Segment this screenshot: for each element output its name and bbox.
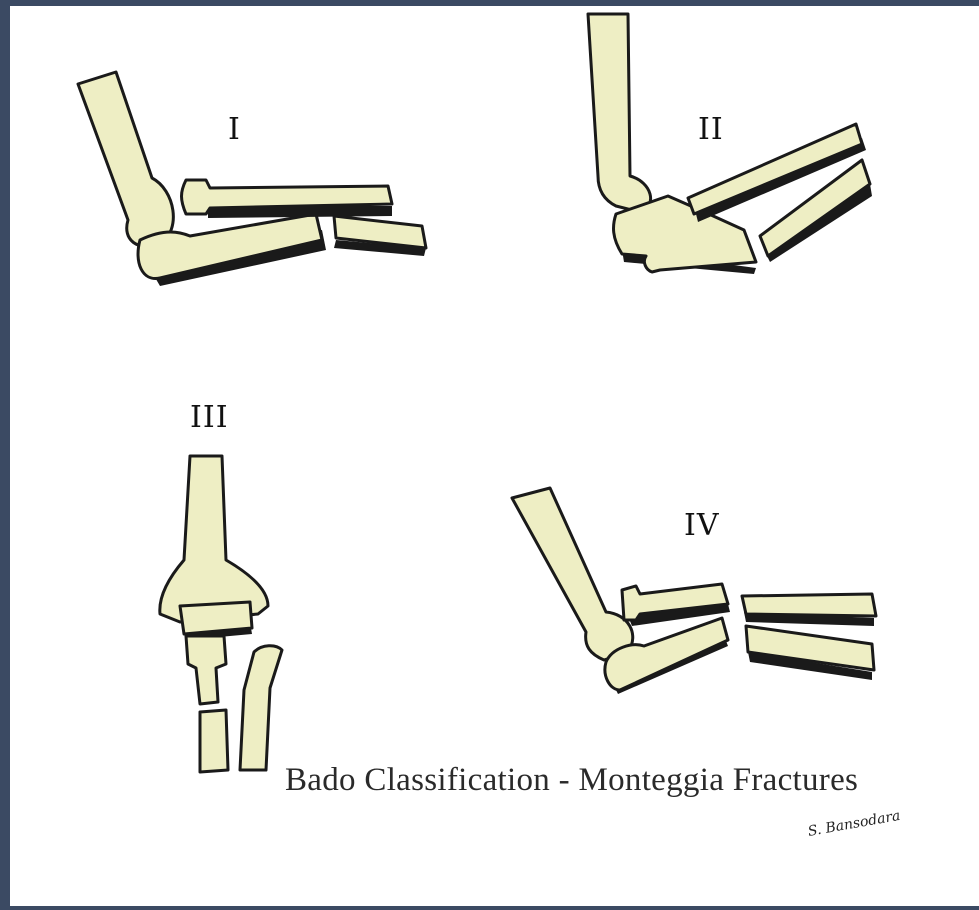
type-2-label: II <box>698 112 724 147</box>
type-3-label: III <box>190 400 229 435</box>
type-4-humerus <box>512 488 633 660</box>
type-3-humerus <box>160 456 268 622</box>
type-4-radius-distal <box>742 594 876 616</box>
type-3-ulna-distal <box>200 710 228 772</box>
type-1-humerus <box>78 72 173 247</box>
type-3-ulna-proximal <box>180 602 252 634</box>
type-3-ulna-shaft <box>186 636 226 704</box>
type-3-radius <box>240 646 282 770</box>
type-4-label: IV <box>684 508 720 543</box>
type-1-illustration <box>78 72 426 286</box>
type-1-label: I <box>228 112 241 147</box>
figure-caption: Bado Classification - Monteggia Fracture… <box>285 762 858 799</box>
type-3-illustration <box>160 456 282 772</box>
type-2-humerus <box>588 14 651 212</box>
type-2-illustration <box>588 14 872 274</box>
